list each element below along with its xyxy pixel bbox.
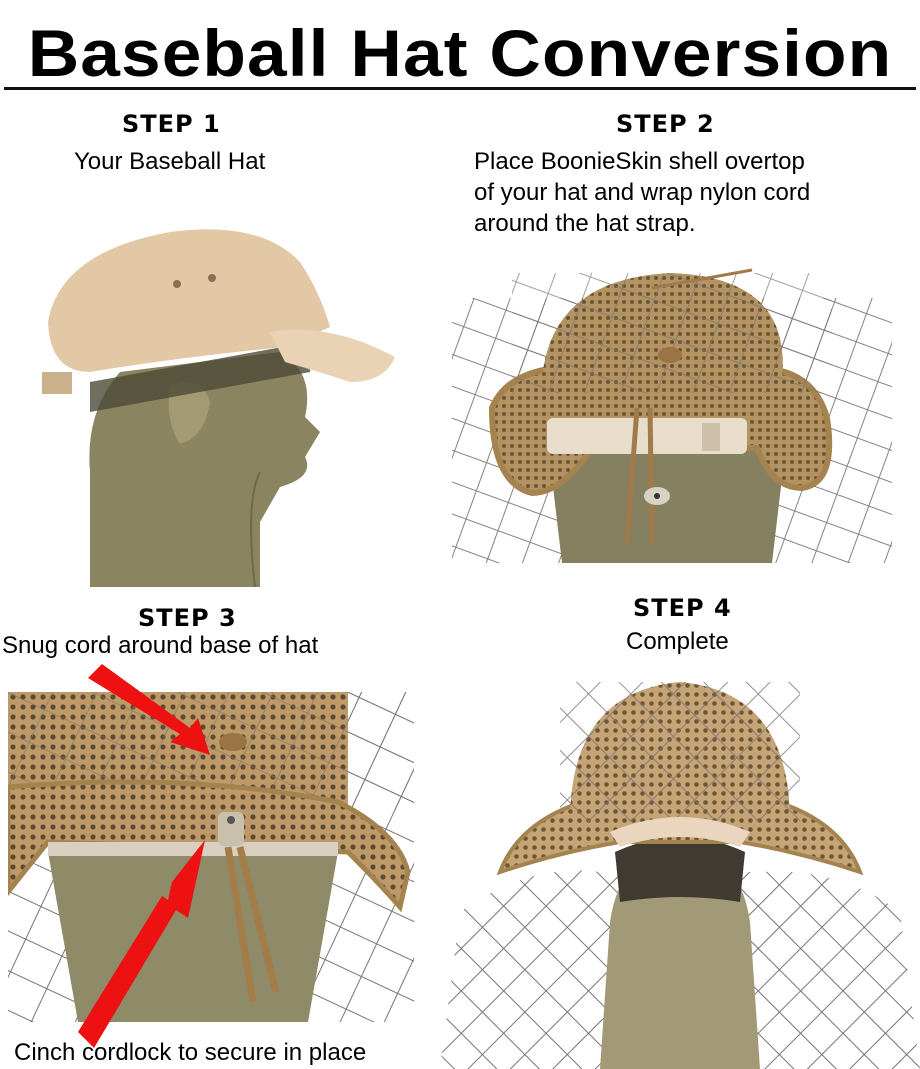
step-4-description: Complete	[626, 628, 729, 655]
arrow-pointing-cordlock-icon	[78, 840, 205, 1048]
step-1-description: Your Baseball Hat	[74, 148, 266, 175]
step-3-label: STEP 3	[138, 604, 237, 632]
step-3-caption: Cinch cordlock to secure in place	[14, 1039, 367, 1066]
step-1-photo	[30, 222, 410, 587]
step-3-photo	[8, 692, 414, 1022]
step-2-label: STEP 2	[616, 110, 715, 138]
step-4-label: STEP 4	[633, 594, 732, 622]
title-divider	[4, 87, 916, 90]
arrow-pointing-cord-icon	[88, 664, 210, 755]
step-3-description: Snug cord around base of hat	[2, 632, 319, 659]
step-1-label: STEP 1	[122, 110, 221, 138]
step-2-photo	[452, 258, 892, 563]
page-title: Baseball Hat Conversion	[27, 16, 893, 90]
step-4-photo	[440, 672, 920, 1069]
step-2-description: Place BoonieSkin shell overtop of your h…	[474, 148, 811, 237]
